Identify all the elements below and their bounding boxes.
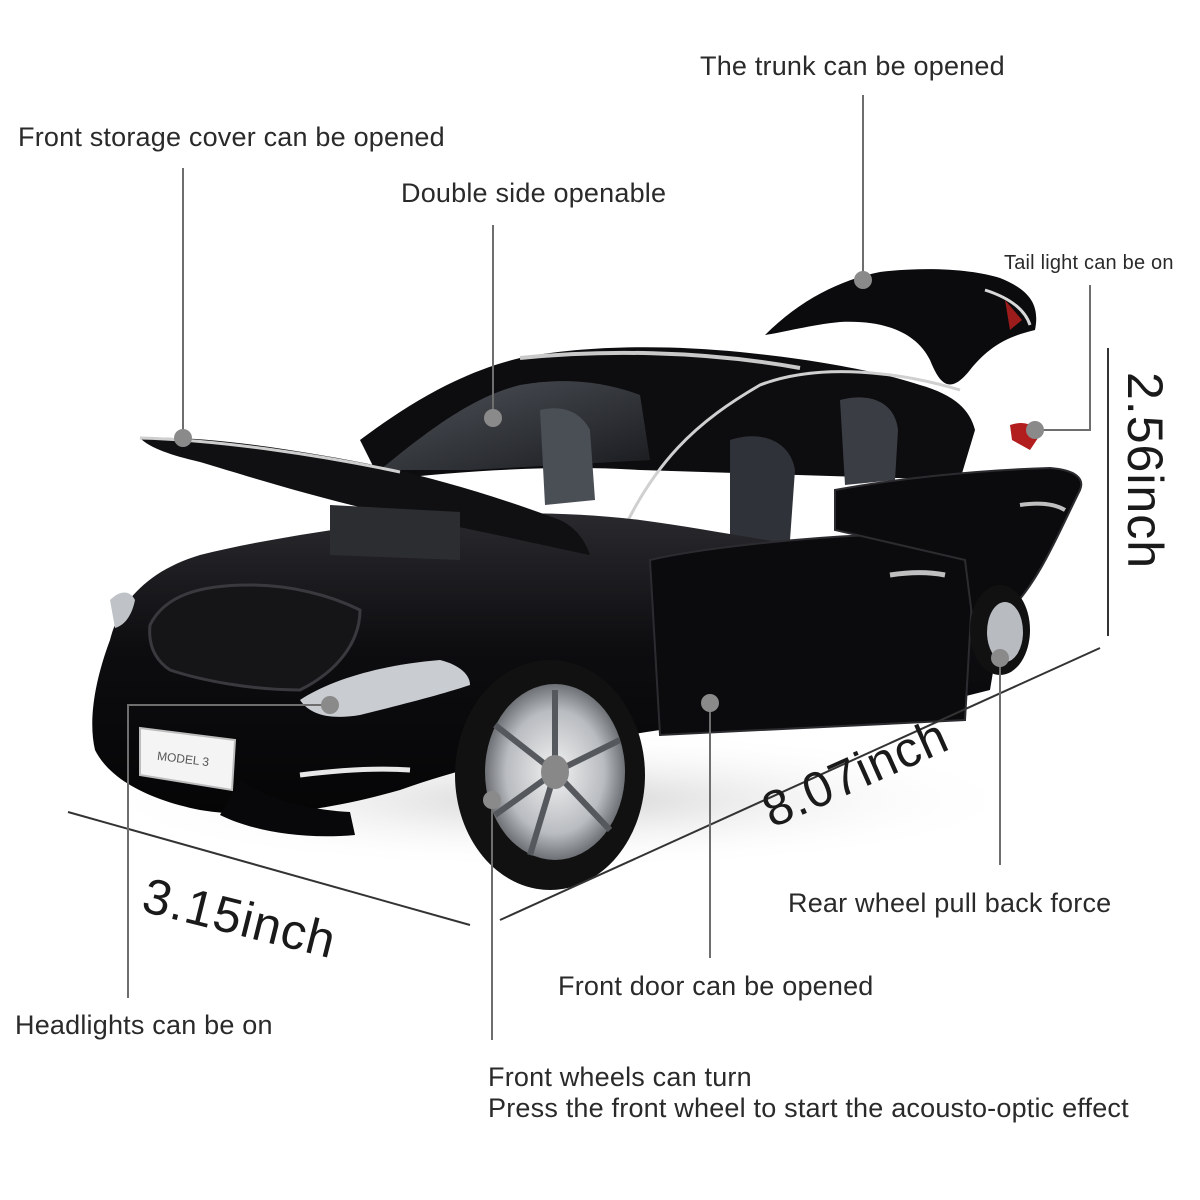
label-tail-light: Tail light can be on bbox=[1004, 252, 1174, 274]
label-double-side: Double side openable bbox=[401, 178, 667, 208]
label-trunk: The trunk can be opened bbox=[700, 51, 1005, 81]
width-dimension-line bbox=[67, 811, 471, 926]
label-front-storage: Front storage cover can be opened bbox=[18, 122, 445, 152]
dot-headlights bbox=[321, 696, 339, 714]
dot-front-door bbox=[701, 694, 719, 712]
front-wheel bbox=[455, 660, 645, 890]
model-badge: MODEL 3 bbox=[139, 726, 237, 792]
label-front-wheels: Front wheels can turn Press the front wh… bbox=[488, 1062, 1129, 1124]
label-headlights: Headlights can be on bbox=[15, 1010, 273, 1040]
open-hood bbox=[140, 437, 590, 555]
dot-front-storage bbox=[174, 429, 192, 447]
dot-tail-light bbox=[1026, 421, 1044, 439]
trunk-lid bbox=[765, 269, 1037, 385]
frunk-opening bbox=[148, 583, 362, 692]
svg-text:MODEL 3: MODEL 3 bbox=[156, 749, 210, 769]
leader-headlights bbox=[127, 704, 330, 998]
dot-front-wheels bbox=[483, 791, 501, 809]
dimension-height: 2.56inch bbox=[1117, 372, 1173, 570]
leader-tail-light bbox=[1035, 285, 1091, 431]
dot-double-side bbox=[484, 409, 502, 427]
front-door bbox=[648, 533, 977, 737]
label-front-door: Front door can be opened bbox=[558, 971, 874, 1001]
rear-wheel bbox=[970, 585, 1030, 675]
headlight bbox=[300, 660, 470, 717]
dot-trunk bbox=[854, 271, 872, 289]
interior-seats bbox=[540, 408, 595, 505]
dot-rear-wheel bbox=[991, 649, 1009, 667]
label-front-wheels-line1: Front wheels can turn bbox=[488, 1062, 752, 1092]
label-rear-wheel: Rear wheel pull back force bbox=[788, 888, 1112, 918]
label-front-wheels-line2: Press the front wheel to start the acous… bbox=[488, 1093, 1129, 1124]
